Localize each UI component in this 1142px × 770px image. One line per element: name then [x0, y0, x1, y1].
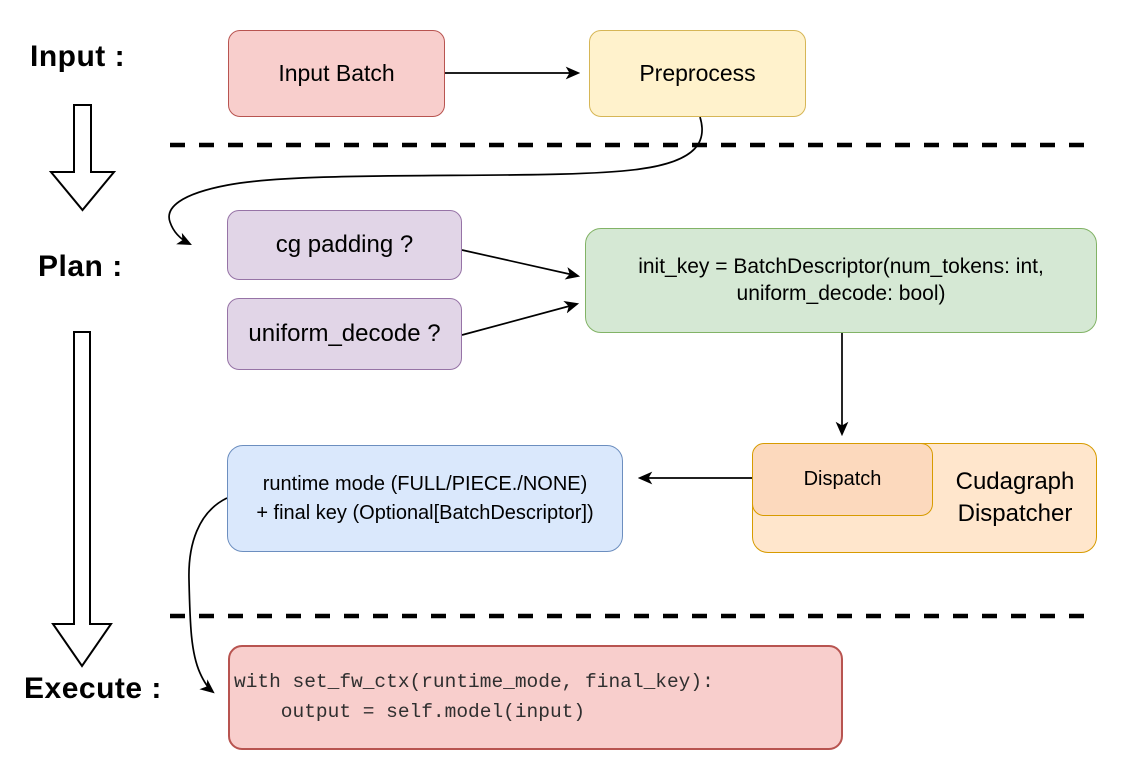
node-runtime-result-line2: + final key (Optional[BatchDescriptor]): [256, 501, 594, 524]
node-input-batch-label: Input Batch: [278, 60, 395, 87]
execute-code-line1: with set_fw_ctx(runtime_mode, final_key)…: [234, 671, 714, 694]
node-cudagraph-dispatcher-label: Cudagraph Dispatcher: [933, 443, 1097, 553]
node-cg-padding: cg padding ?: [227, 210, 462, 280]
node-init-key: init_key = BatchDescriptor(num_tokens: i…: [585, 228, 1097, 333]
node-cg-padding-label: cg padding ?: [275, 231, 414, 258]
node-dispatch: Dispatch: [752, 443, 933, 516]
node-uniform-decode: uniform_decode ?: [227, 298, 462, 370]
stage-label-plan: Plan :: [38, 250, 123, 283]
cudagraph-line2: Dispatcher: [957, 500, 1073, 527]
node-runtime-result: runtime mode (FULL/PIECE./NONE) + final …: [227, 445, 623, 552]
cudagraph-line1: Cudagraph: [955, 467, 1075, 495]
node-uniform-decode-label: uniform_decode ?: [248, 320, 441, 347]
stage-arrow-input-down-icon: [48, 104, 117, 212]
stage-arrow-plan-down-icon: [51, 331, 113, 668]
arrow-runtime-result-to-execute-code: [188, 497, 228, 694]
arrow-cg-padding-to-init-key: [461, 249, 581, 280]
node-init-key-line2: uniform_decode: bool): [736, 281, 946, 305]
arrow-preprocess-to-cg-padding: [168, 116, 703, 245]
execute-code-line2: output = self.model(input): [234, 700, 586, 723]
node-preprocess-label: Preprocess: [639, 60, 756, 87]
stage-label-execute: Execute :: [24, 672, 162, 705]
node-init-key-line1: init_key = BatchDescriptor(num_tokens: i…: [638, 255, 1044, 279]
node-execute-code: with set_fw_ctx(runtime_mode, final_key)…: [228, 645, 843, 750]
node-input-batch: Input Batch: [228, 30, 445, 117]
node-runtime-result-line1: runtime mode (FULL/PIECE./NONE): [262, 472, 588, 495]
arrow-uniform-decode-to-init-key: [461, 301, 580, 336]
stage-label-input: Input :: [30, 40, 126, 73]
node-dispatch-label: Dispatch: [803, 468, 882, 490]
node-preprocess: Preprocess: [589, 30, 806, 117]
